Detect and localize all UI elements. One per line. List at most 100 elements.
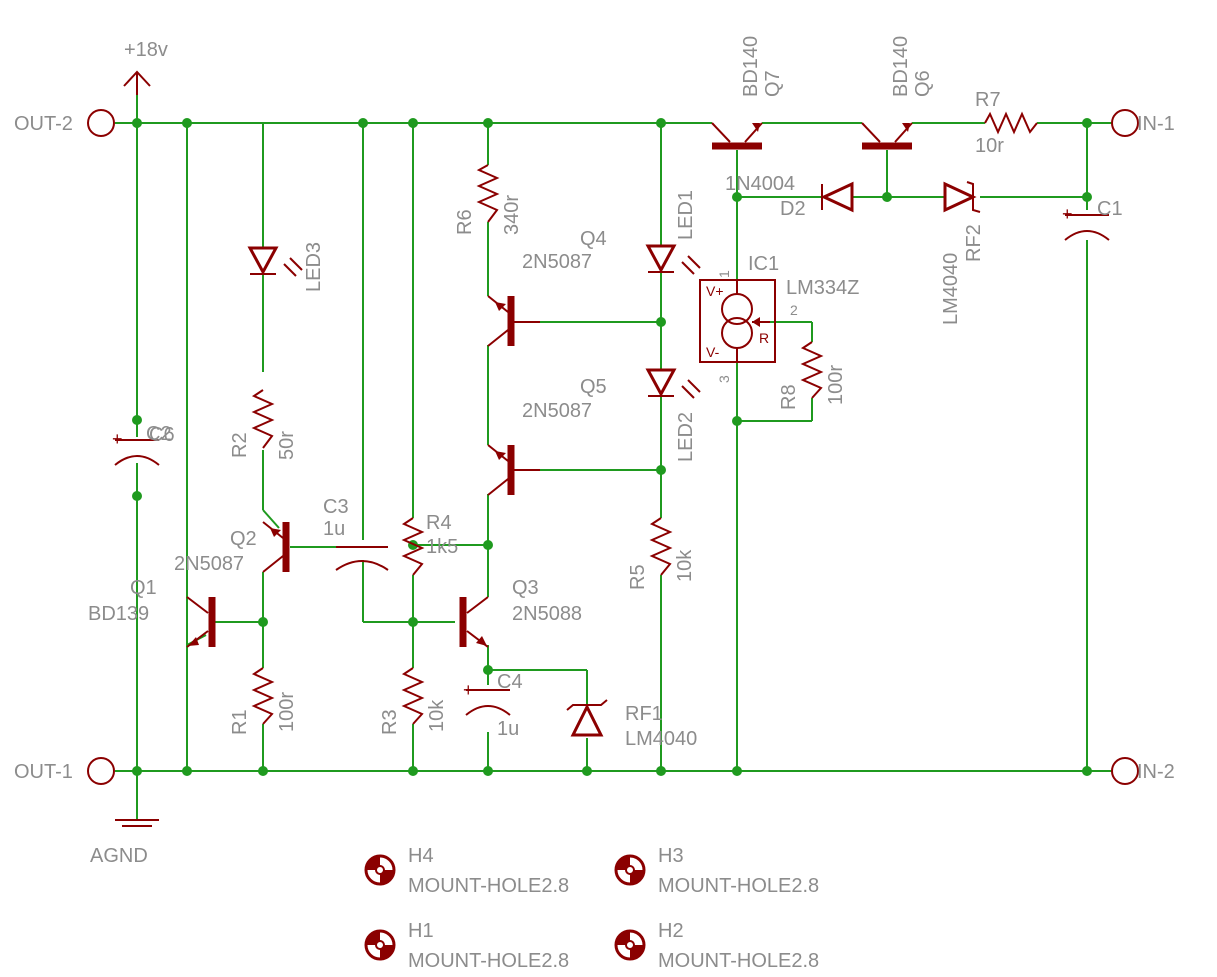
led-led2: LED2: [645, 368, 701, 462]
c2-overlap-ref: C6: [149, 424, 175, 446]
ic1-type: LM334Z: [786, 277, 859, 299]
r8-value: 100r: [825, 365, 847, 405]
r4-value: 1k5: [426, 536, 458, 558]
q7-type: BD140: [740, 36, 762, 97]
rf1-ref: RF1: [625, 703, 663, 725]
transistor-q5: Q5 2N5087: [487, 376, 607, 496]
resistor-r3: R3 10k: [379, 667, 448, 735]
q4-type: 2N5087: [522, 251, 592, 273]
q2-ref: Q2: [230, 528, 257, 550]
c1-plus: +: [1062, 204, 1073, 224]
mount-hole-h1: H1 MOUNT-HOLE2.8: [364, 920, 569, 972]
ic1-pin1: 1: [716, 270, 732, 278]
resistor-r1: R1 100r: [229, 667, 298, 735]
capacitor-c4: + C4 1u: [463, 671, 523, 740]
q1-type: BD139: [88, 603, 149, 625]
led-led3: LED3: [247, 242, 325, 292]
h3-type: MOUNT-HOLE2.8: [658, 875, 819, 897]
h1-ref: H1: [408, 920, 434, 942]
transistor-q3: Q3 2N5088: [459, 577, 582, 648]
c1-ref: C1: [1097, 198, 1123, 220]
q5-ref: Q5: [580, 376, 607, 398]
port-in2-label: IN-2: [1137, 761, 1175, 783]
capacitor-c1: + C1: [1062, 198, 1123, 241]
port-out2-label: OUT-2: [14, 113, 73, 135]
zener-rf1: RF1 LM4040: [566, 699, 697, 750]
q3-type: 2N5088: [512, 603, 582, 625]
transistor-q7: BD140 Q7: [711, 36, 784, 150]
capacitor-c2: + C2 C6: [112, 423, 175, 466]
resistor-r8: R8 100r: [778, 341, 847, 410]
supply-18v: +18v: [123, 39, 168, 95]
ic1-vminus: V-: [706, 344, 720, 360]
transistor-q1: Q1 BD139: [88, 577, 216, 648]
zener-rf2: LM4040 RF2: [940, 181, 985, 325]
r8-ref: R8: [778, 384, 800, 410]
capacitor-c3: C3 1u: [323, 496, 389, 571]
r5-value: 10k: [674, 549, 696, 582]
h4-type: MOUNT-HOLE2.8: [408, 875, 569, 897]
r6-value: 340r: [501, 195, 523, 235]
c3-value: 1u: [323, 518, 345, 540]
led2-ref: LED2: [675, 412, 697, 462]
transistor-q6: BD140 Q6: [861, 36, 934, 150]
wires: [115, 95, 1112, 820]
transistor-q4: Q4 2N5087: [487, 228, 607, 347]
led-led1: LED1: [645, 190, 701, 275]
port-out2: OUT-2: [14, 109, 115, 137]
transistor-q2: Q2 2N5087: [174, 521, 290, 575]
resistor-r7: R7 10r: [975, 89, 1038, 157]
port-in1: IN-1: [1111, 109, 1175, 137]
mount-hole-h3: H3 MOUNT-HOLE2.8: [614, 845, 819, 897]
r3-value: 10k: [426, 699, 448, 732]
diode-d2: 1N4004 D2: [725, 173, 854, 220]
ic1-r: R: [759, 330, 769, 346]
port-out1-label: OUT-1: [14, 761, 73, 783]
r1-value: 100r: [276, 692, 298, 732]
r7-value: 10r: [975, 135, 1004, 157]
ic1-vplus: V+: [706, 283, 724, 299]
junctions: [132, 118, 1092, 776]
q5-type: 2N5087: [522, 400, 592, 422]
r6-ref: R6: [454, 209, 476, 235]
rf2-ref: RF2: [963, 224, 985, 262]
h4-ref: H4: [408, 845, 434, 867]
led3-ref: LED3: [303, 242, 325, 292]
h3-ref: H3: [658, 845, 684, 867]
resistor-r5: R5 10k: [627, 517, 696, 590]
ic-ic1: 1 3 2 V+ V- R IC1 LM334Z: [699, 253, 859, 383]
supply-18v-label: +18v: [124, 39, 168, 61]
ic1-ref: IC1: [748, 253, 779, 275]
q7-ref: Q7: [762, 70, 784, 97]
ground-agnd: AGND: [90, 819, 159, 867]
q6-ref: Q6: [912, 70, 934, 97]
agnd-label: AGND: [90, 845, 148, 867]
r2-ref: R2: [229, 432, 251, 458]
mount-hole-h4: H4 MOUNT-HOLE2.8: [364, 845, 569, 897]
port-in2: IN-2: [1111, 757, 1175, 785]
c4-plus: +: [463, 680, 474, 700]
resistor-r2: R2 50r: [229, 389, 298, 460]
ic1-pin3: 3: [716, 375, 732, 383]
d2-type: 1N4004: [725, 173, 795, 195]
rf2-type: LM4040: [940, 253, 962, 325]
r3-ref: R3: [379, 709, 401, 735]
h1-type: MOUNT-HOLE2.8: [408, 950, 569, 972]
h2-type: MOUNT-HOLE2.8: [658, 950, 819, 972]
h2-ref: H2: [658, 920, 684, 942]
ic1-pin2: 2: [790, 302, 798, 318]
d2-ref: D2: [780, 198, 806, 220]
q4-ref: Q4: [580, 228, 607, 250]
c4-value: 1u: [497, 718, 519, 740]
q2-type: 2N5087: [174, 553, 244, 575]
r5-ref: R5: [627, 564, 649, 590]
r4-ref: R4: [426, 512, 452, 534]
port-in1-label: IN-1: [1137, 113, 1175, 135]
resistor-r6: R6 340r: [454, 164, 523, 235]
rf1-type: LM4040: [625, 728, 697, 750]
mount-hole-h2: H2 MOUNT-HOLE2.8: [614, 920, 819, 972]
c2-ref: C2: [146, 423, 172, 445]
q1-ref: Q1: [130, 577, 157, 599]
port-out1: OUT-1: [14, 757, 115, 785]
